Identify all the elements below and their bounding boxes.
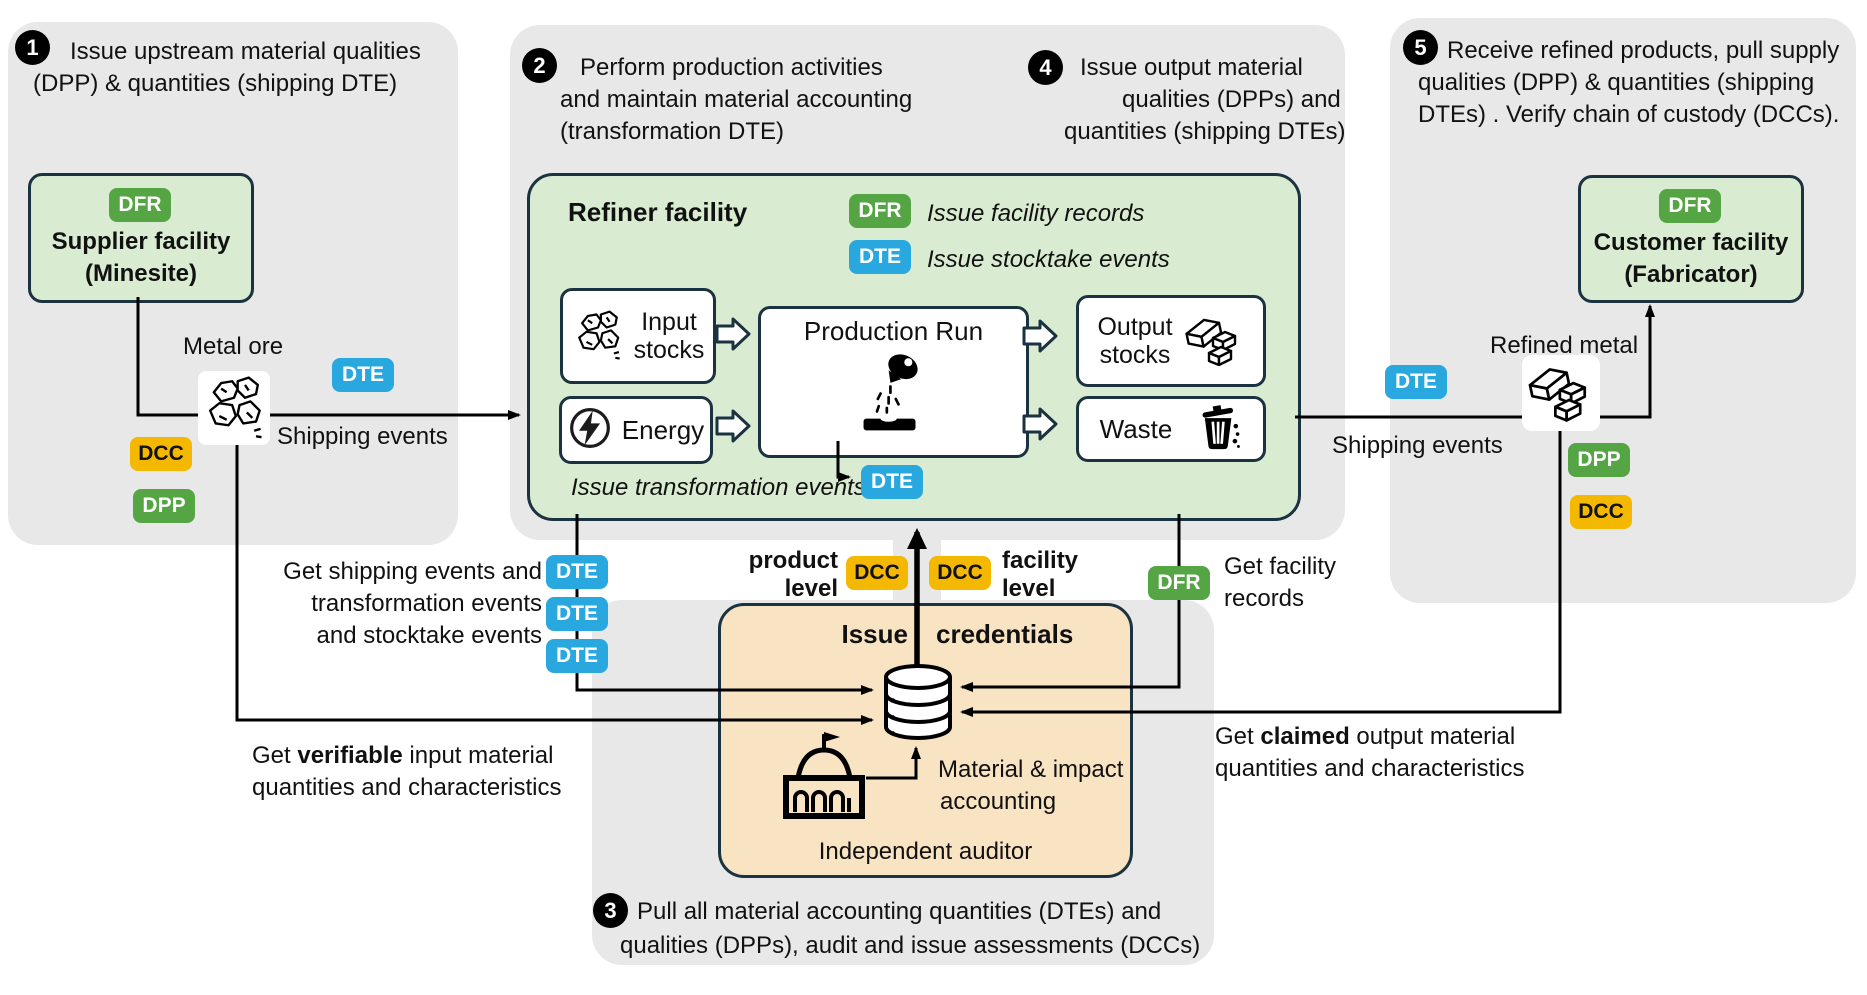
facility-level-dcc-badge: DCC <box>929 556 991 590</box>
metal-ore-icon <box>201 372 267 445</box>
step-3-text-line2: qualities (DPPs), audit and issue assess… <box>620 932 1201 959</box>
step-4-number: 4 <box>1028 50 1063 85</box>
refined-metal-chip <box>1522 355 1600 431</box>
dte-stack-badge-3: DTE <box>546 639 608 673</box>
refiner-legend-dte-text: Issue stocktake events <box>927 246 1170 273</box>
facility-level-label-line1: facility <box>1002 547 1079 574</box>
gold-bars-icon <box>1183 312 1245 371</box>
dte-stack-badge-1: DTE <box>546 555 608 589</box>
step-4-text-line2: qualities (DPPs) and <box>1122 86 1341 113</box>
transformation-note: Issue transformation events <box>571 474 866 501</box>
shipping-left-label: Shipping events <box>277 423 448 450</box>
accounting-label-line1: Material & impact <box>938 756 1124 783</box>
auditor-box: Issue credentials Material & impact acco… <box>718 603 1133 878</box>
step-1-number: 1 <box>15 30 50 65</box>
step-2-text-line1: Perform production activities <box>580 54 883 81</box>
shipping-right-label: Shipping events <box>1332 432 1503 459</box>
facility-records-dfr-badge: DFR <box>1148 566 1210 600</box>
refined-metal-icon <box>1526 360 1596 427</box>
get-facility-records-line2: records <box>1224 585 1305 612</box>
step-4-text-line1: Issue output material <box>1080 54 1303 81</box>
customer-facility-box: DFR Customer facility (Fabricator) <box>1578 175 1804 303</box>
input-stocks-label-line2: stocks <box>633 336 705 364</box>
metal-ore-chip <box>198 371 270 445</box>
get-shipping-events-line1: Get shipping events and <box>283 558 542 585</box>
ore-small-icon <box>572 306 624 367</box>
step-5-text-line2: qualities (DPP) & quantities (shipping <box>1418 69 1815 96</box>
step-4-text-line3: quantities (shipping DTEs) <box>1064 118 1346 145</box>
supplier-dcc-badge: DCC <box>130 437 192 471</box>
get-claimed-line2: quantities and characteristics <box>1215 755 1525 782</box>
input-stocks-label-line1: Input <box>641 308 697 336</box>
step-1-text-line1: Issue upstream material qualities <box>70 38 421 65</box>
input-stocks-box: Input stocks <box>560 288 716 384</box>
step-2-text-line2: and maintain material accounting <box>560 86 913 113</box>
energy-box: Energy <box>559 396 713 464</box>
supplier-facility-title: Supplier facility <box>51 228 231 255</box>
transformation-dte-badge: DTE <box>861 465 923 499</box>
customer-facility-subtitle: (Fabricator) <box>1624 261 1758 288</box>
get-shipping-events-line2: transformation events <box>311 590 542 617</box>
independent-auditor-label: Independent auditor <box>818 838 1033 865</box>
step-5-number: 5 <box>1403 30 1438 65</box>
step-2-text-line3: (transformation DTE) <box>560 118 785 145</box>
step-5-text-line1: Receive refined products, pull supply <box>1447 37 1840 64</box>
refined-metal-dpp-badge: DPP <box>1568 443 1630 477</box>
refined-metal-dcc-badge: DCC <box>1570 495 1632 529</box>
customer-facility-title: Customer facility <box>1593 229 1789 256</box>
step-1-text-line2: (DPP) & quantities (shipping DTE) <box>33 70 398 97</box>
step-3-number: 3 <box>593 893 628 928</box>
output-stocks-label-line2: stocks <box>1099 341 1171 369</box>
supplier-facility-subtitle: (Minesite) <box>84 260 197 287</box>
energy-lightning-icon <box>568 406 612 455</box>
get-verifiable-line2: quantities and characteristics <box>252 774 562 801</box>
trash-can-icon <box>1196 403 1242 456</box>
production-run-box: Production Run <box>758 306 1029 458</box>
supplier-facility-box: DFR Supplier facility (Minesite) <box>28 173 254 303</box>
metal-ore-label: Metal ore <box>183 333 284 360</box>
supplier-dfr-badge: DFR <box>109 188 171 222</box>
customer-dfr-badge: DFR <box>1659 189 1721 223</box>
database-icon <box>880 663 956 750</box>
auditor-title-credentials: credentials <box>936 619 1074 649</box>
crucible-pouring-icon <box>846 347 942 438</box>
auditor-title-issue: Issue <box>841 619 909 649</box>
get-facility-records-line1: Get facility <box>1224 553 1337 580</box>
product-level-label-line2: level <box>784 575 838 602</box>
shipping-right-dte-badge: DTE <box>1385 365 1447 399</box>
refiner-facility-title: Refiner facility <box>568 197 748 227</box>
accounting-label-line2: accounting <box>940 788 1057 815</box>
refiner-legend-dfr-badge: DFR <box>849 194 911 228</box>
step-2-number: 2 <box>522 48 557 83</box>
waste-label: Waste <box>1099 414 1173 444</box>
waste-box: Waste <box>1076 396 1266 462</box>
product-level-dcc-badge: DCC <box>846 556 908 590</box>
output-stocks-box: Output stocks <box>1076 295 1266 387</box>
energy-label: Energy <box>621 415 705 445</box>
product-level-label-line1: product <box>748 547 838 574</box>
government-building-icon <box>778 728 870 827</box>
refiner-legend-dte-badge: DTE <box>849 240 911 274</box>
refiner-facility-box: Refiner facility DFR Issue facility reco… <box>527 173 1301 521</box>
production-run-label: Production Run <box>803 316 984 346</box>
get-shipping-events-line3: and stocktake events <box>316 622 542 649</box>
step-5-text-line3: DTEs) . Verify chain of custody (DCCs). <box>1418 101 1840 128</box>
dte-stack-badge-2: DTE <box>546 597 608 631</box>
shipping-left-dte-badge: DTE <box>332 358 394 392</box>
refiner-legend-dfr-text: Issue facility records <box>927 200 1145 227</box>
facility-level-label-line2: level <box>1002 575 1056 602</box>
get-claimed-line1: Get claimed output material <box>1215 723 1516 750</box>
supplier-dpp-badge: DPP <box>133 489 195 523</box>
step-3-text-line1: Pull all material accounting quantities … <box>637 898 1162 925</box>
get-verifiable-line1: Get verifiable input material <box>252 742 554 769</box>
output-stocks-label-line1: Output <box>1097 313 1173 341</box>
